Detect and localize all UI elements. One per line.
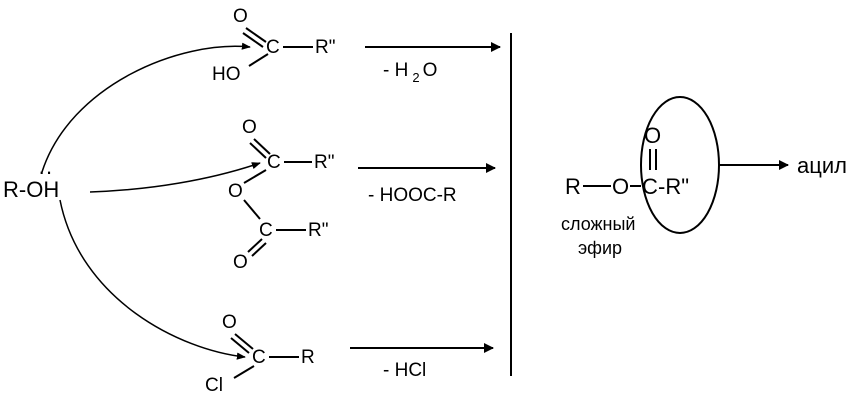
chloride-r-group: R	[301, 347, 315, 368]
acid-carbonyl-oxygen: O	[233, 6, 248, 27]
acid-carbon: C	[266, 37, 280, 58]
chloride-c-cl-bond	[233, 365, 255, 379]
chloride-double-bond-b	[230, 337, 250, 354]
anhydride-bottom-double-bond-b	[251, 242, 267, 257]
alcohol-label: R-OH	[3, 177, 59, 202]
ester-r-group: R	[565, 174, 581, 199]
chloride-carbonyl-oxygen: O	[222, 312, 237, 333]
anhydride-top-double-bond-b	[249, 142, 267, 159]
acyl-highlight-ellipse	[640, 96, 720, 234]
attack-arrow-acid	[41, 42, 251, 173]
anhydride-o-c-bond-bottom	[243, 199, 261, 220]
acid-double-bond-b	[242, 32, 264, 48]
attack-arrow-anhydride	[89, 162, 261, 193]
anhydride-bottom-double-bond-a	[247, 238, 263, 253]
acid-hydroxyl: HO	[212, 64, 241, 85]
ester-r-prime: -R"	[658, 174, 689, 199]
acid-chloride: O C R Cl	[205, 312, 315, 396]
ester-product: R O C -R" O сложный эфир	[561, 123, 689, 258]
anhydride-bottom-r-group: R"	[308, 220, 328, 241]
lone-pair-dots: ··	[38, 159, 53, 184]
chloride-double-bond-a	[234, 333, 254, 350]
acid-double-bond-a	[245, 27, 267, 43]
ester-oxygen: O	[612, 174, 629, 199]
carboxylic-acid: O C R" HO	[212, 6, 335, 85]
ester-caption-line1: сложный	[561, 214, 636, 234]
anhydride-top-oxygen: O	[242, 117, 257, 138]
anhydride-c-o-bond-top	[243, 169, 267, 184]
chloride-carbon: C	[252, 347, 266, 368]
acid-c-oh-bond	[248, 53, 269, 67]
anhydride-bridge-oxygen: O	[228, 181, 243, 202]
byproduct-carboxylic-acid: - HOOC-R	[368, 185, 457, 206]
anhydride-bottom-carbon: C	[259, 220, 273, 241]
anhydride-top-double-bond-a	[253, 138, 271, 155]
anhydride-bottom-oxygen: O	[233, 252, 248, 273]
chloride-chlorine: Cl	[205, 375, 223, 396]
ester-carbon: C	[642, 174, 658, 199]
ester-carbonyl-oxygen: O	[644, 123, 661, 148]
alcohol-reactant: R-OH ··	[3, 159, 59, 202]
acyl-label: ацил	[797, 153, 847, 178]
acid-anhydride: O C R" O C R" O	[228, 117, 334, 273]
anhydride-top-carbon: C	[267, 152, 281, 173]
acid-r-group: R"	[315, 37, 335, 58]
anhydride-top-r-group: R"	[314, 152, 334, 173]
ester-caption-line2: эфир	[578, 238, 622, 258]
attack-arrow-chloride	[59, 199, 246, 360]
byproduct-hcl: - HCl	[383, 360, 426, 381]
